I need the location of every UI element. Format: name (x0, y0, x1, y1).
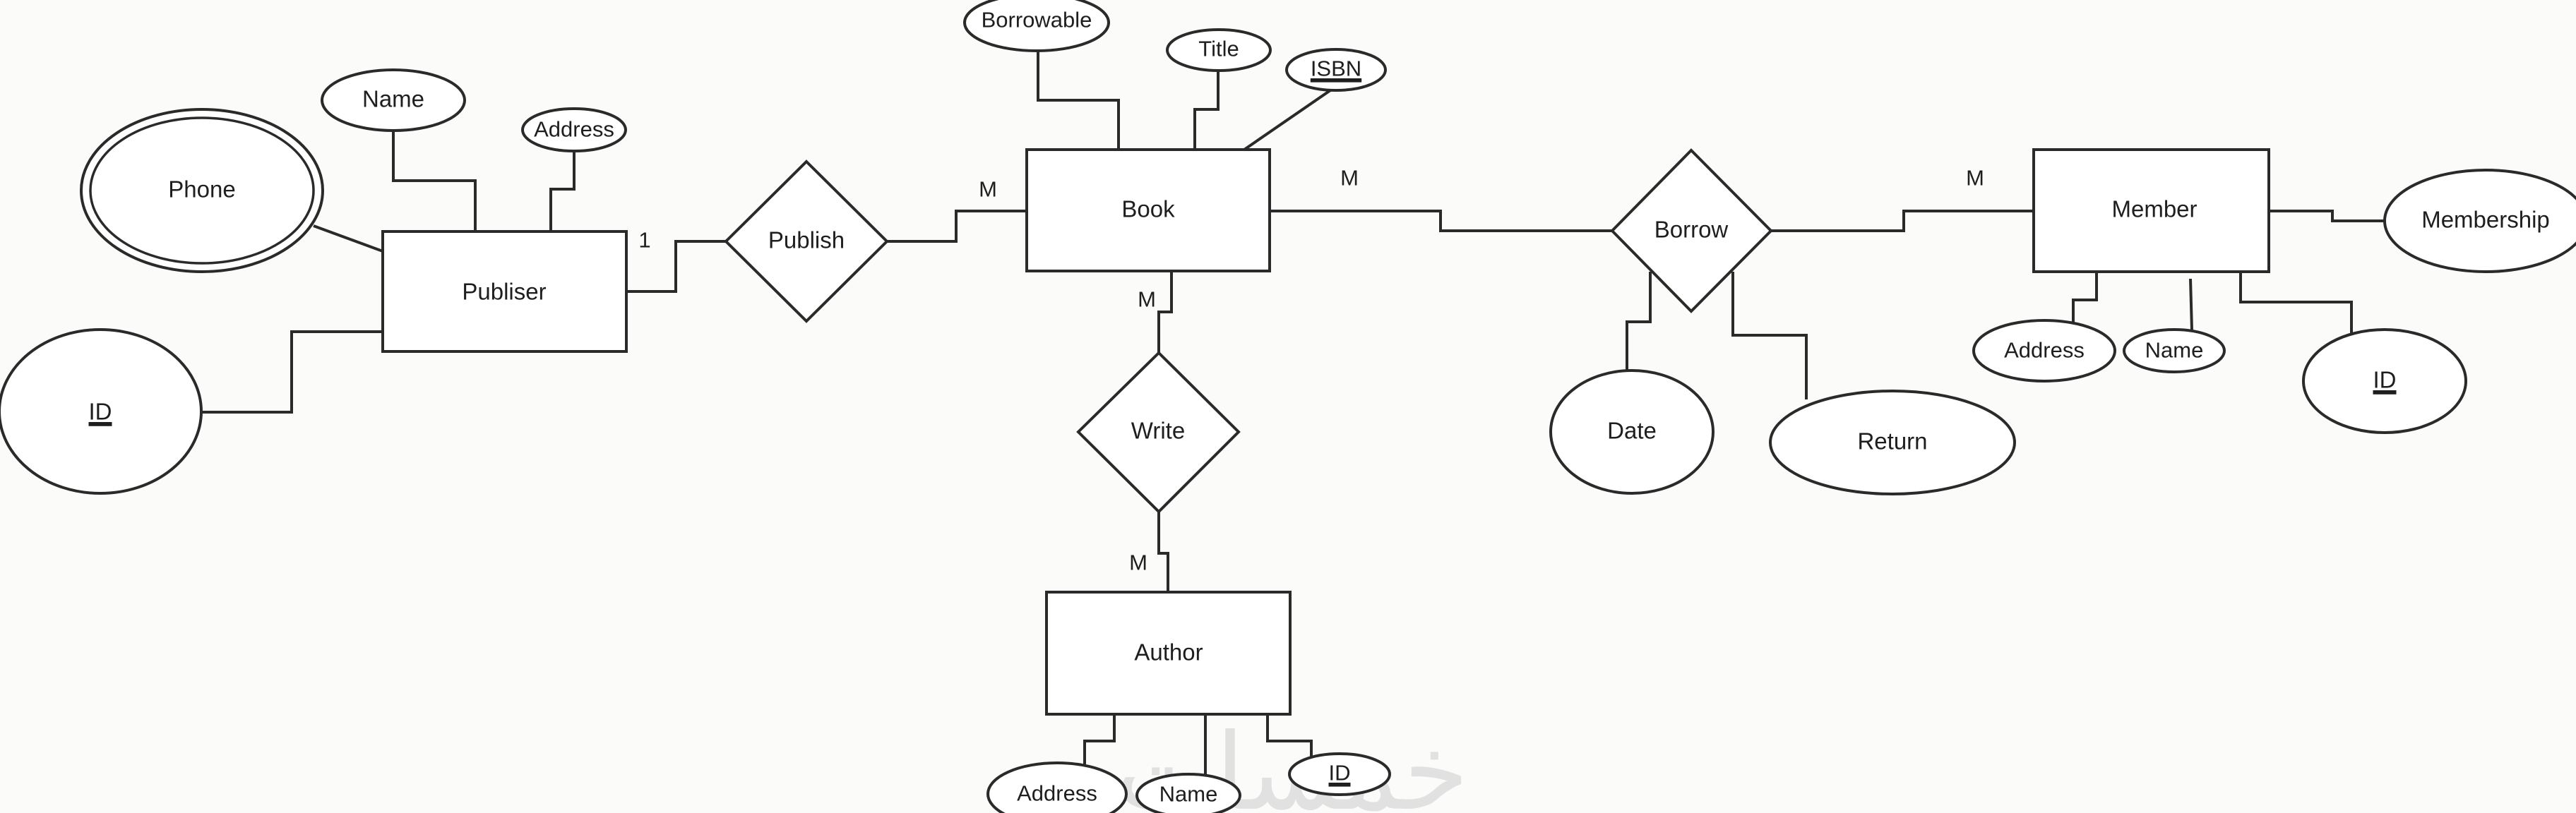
attribute-book-borrowable-label: Borrowable (982, 8, 1092, 32)
entity-book-box[interactable] (1025, 148, 1271, 272)
connector-book-borrowable (1037, 51, 1120, 150)
connector-book-isbn (1243, 89, 1332, 151)
cardinality-publisher-publish: 1 (638, 228, 650, 253)
attribute-member-address-label: Address (2004, 338, 2085, 363)
cardinality-book-borrow: M (1340, 166, 1359, 191)
connector-member-membership (2269, 210, 2385, 222)
attribute-member-membership[interactable]: Membership (2383, 169, 2576, 273)
attribute-author-id-label: ID (1329, 761, 1351, 785)
entity-publisher-box[interactable] (381, 230, 628, 353)
relationship-borrow-label: Borrow (1654, 217, 1729, 243)
attribute-book-borrowable[interactable]: Borrowable (963, 0, 1110, 52)
connector-borrow-member (1771, 210, 2034, 232)
attribute-author-name-label: Name (1159, 782, 1218, 807)
relationship-borrow-diamond[interactable] (1610, 148, 1773, 313)
attribute-author-address-label: Address (1017, 781, 1097, 806)
entity-book[interactable]: Book (1025, 148, 1271, 272)
connector-publisher-name (392, 131, 477, 231)
relationship-write-label: Write (1131, 418, 1185, 444)
attribute-publisher-address[interactable]: Address (521, 107, 627, 152)
attribute-publisher-address-label: Address (534, 117, 614, 142)
attribute-publisher-phone-multivalued[interactable]: Phone (80, 108, 324, 273)
entity-author-box[interactable] (1045, 591, 1292, 716)
connector-publisher-id (201, 330, 383, 414)
entity-member[interactable]: Member (2032, 148, 2270, 273)
connector-book-write (1157, 271, 1173, 353)
relationship-publish[interactable]: Publish (724, 159, 889, 323)
attribute-member-id-label: ID (2373, 367, 2397, 393)
attribute-member-name-label: Name (2145, 338, 2204, 363)
connector-member-address (2072, 272, 2098, 323)
attribute-publisher-name-label: Name (362, 86, 424, 112)
attribute-member-id-key[interactable]: ID (2302, 328, 2467, 434)
connector-book-title (1193, 71, 1220, 150)
connector-publish-book (887, 210, 1027, 243)
attribute-borrow-return-label: Return (1857, 428, 1927, 454)
attribute-author-id-key[interactable]: ID (1288, 752, 1391, 796)
connector-book-borrow (1270, 210, 1612, 232)
attribute-member-address[interactable]: Address (1972, 319, 2116, 383)
relationship-publish-diamond[interactable] (724, 159, 889, 323)
connector-publisher-publish (626, 240, 726, 293)
entity-publisher-label: Publiser (462, 279, 546, 305)
attribute-author-address[interactable]: Address (986, 761, 1128, 813)
attribute-author-name[interactable]: Name (1135, 773, 1241, 813)
attribute-borrow-date[interactable]: Date (1549, 369, 1715, 495)
cardinality-member-borrow: M (1966, 166, 1984, 191)
attribute-member-membership-label: Membership (2421, 207, 2550, 233)
connector-member-id (2239, 272, 2353, 335)
attribute-book-isbn-label: ISBN (1311, 56, 1361, 81)
connector-member-name (2189, 278, 2193, 331)
connector-write-author (1157, 512, 1169, 592)
entity-author[interactable]: Author (1045, 591, 1292, 716)
attribute-book-isbn-key[interactable]: ISBN (1285, 48, 1387, 92)
connector-publisher-phone (313, 224, 383, 253)
cardinality-book-publish: M (979, 177, 997, 202)
cardinality-author-write: M (1129, 550, 1147, 575)
attribute-book-title-label: Title (1198, 37, 1239, 61)
connectors (201, 51, 2385, 774)
attribute-borrow-date-label: Date (1607, 418, 1657, 444)
attribute-book-title[interactable]: Title (1166, 28, 1272, 72)
relationship-borrow[interactable]: Borrow (1610, 148, 1773, 313)
entity-author-label: Author (1134, 639, 1203, 666)
entity-book-label: Book (1121, 196, 1175, 222)
cardinality-book-write: M (1138, 287, 1156, 312)
attribute-borrow-return[interactable]: Return (1769, 390, 2016, 495)
entity-publisher[interactable]: Publiser (381, 230, 628, 353)
connector-borrow-return (1731, 272, 1808, 399)
attribute-member-name[interactable]: Name (2123, 328, 2226, 373)
attribute-publisher-id-label: ID (89, 399, 112, 425)
attribute-publisher-id-key[interactable]: ID (0, 328, 203, 495)
entity-member-box[interactable] (2032, 148, 2270, 273)
attribute-publisher-phone-label: Phone (168, 176, 235, 203)
attribute-publisher-name[interactable]: Name (321, 68, 466, 132)
connector-borrow-date (1626, 272, 1652, 372)
relationship-write-diamond[interactable] (1076, 351, 1241, 514)
entity-member-label: Member (2111, 196, 2197, 222)
connector-publisher-address (549, 150, 576, 231)
connector-author-id (1266, 714, 1313, 757)
relationship-write[interactable]: Write (1076, 351, 1241, 514)
relationship-publish-label: Publish (768, 227, 845, 253)
connector-author-address (1083, 714, 1116, 764)
